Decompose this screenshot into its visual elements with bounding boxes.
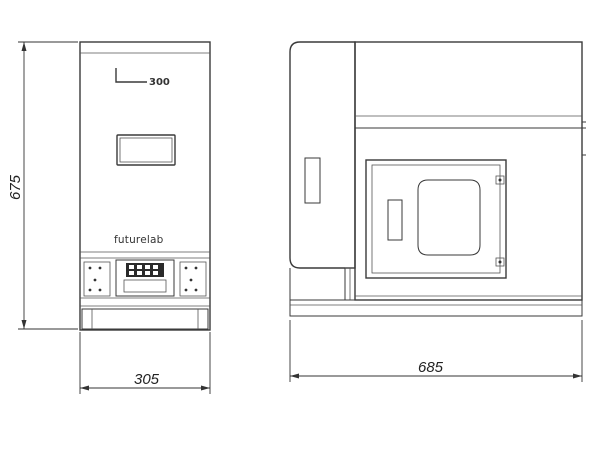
brand-label: futurelab	[114, 234, 164, 246]
display-screen	[116, 134, 176, 166]
side-view	[289, 41, 586, 317]
front-base	[81, 308, 209, 330]
depth-dimension: 685	[289, 320, 583, 382]
front-view: 300 futurelab	[79, 41, 211, 331]
left-vent-block	[83, 261, 111, 297]
connector-panel	[115, 259, 175, 297]
height-dimension: 675	[7, 41, 78, 330]
right-vent-block	[179, 261, 207, 297]
side-window	[417, 179, 481, 256]
side-body-outline	[354, 41, 583, 301]
side-access-door	[365, 159, 507, 279]
model-logo: 300	[115, 68, 170, 88]
side-front-housing	[289, 41, 356, 269]
side-handle	[304, 157, 321, 204]
front-body-outline	[79, 41, 211, 331]
depth-dimension-label: 685	[418, 359, 444, 376]
side-base-rail	[289, 299, 583, 317]
width-dimension: 305	[79, 332, 211, 394]
height-dimension-label: 675	[7, 174, 24, 200]
width-dimension-label: 305	[134, 371, 160, 388]
model-number: 300	[149, 77, 170, 88]
